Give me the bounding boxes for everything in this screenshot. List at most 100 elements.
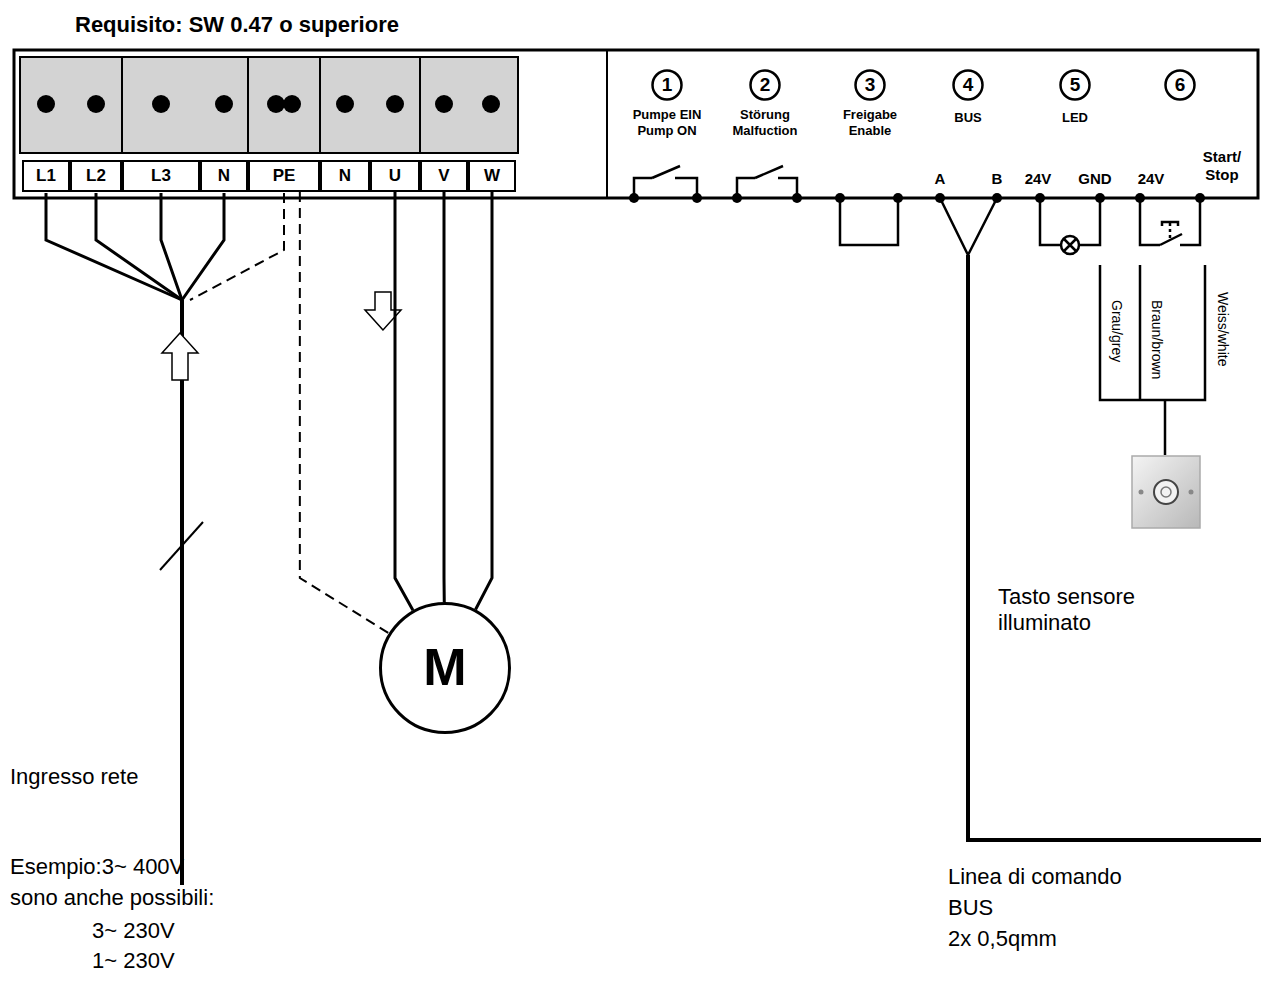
terminal-name: N: [218, 167, 230, 186]
drawing-part: [482, 95, 500, 113]
drawing-part: [992, 193, 1002, 203]
pin-name: Start/: [1203, 148, 1241, 166]
mains-cable: [180, 300, 184, 885]
input-arrow: [162, 333, 198, 380]
callout-number: 6: [1164, 69, 1196, 101]
drawing-part: [1139, 265, 1142, 400]
drawing-part: [1180, 198, 1200, 245]
callout-digit: 1: [662, 75, 673, 96]
diagram-title: Requisito: SW 0.47 o superiore: [75, 12, 399, 38]
pin-name: 24V: [1138, 170, 1165, 188]
drawing-part: [1154, 480, 1178, 504]
drawing-part: [1064, 239, 1076, 251]
drawing-part: [1035, 193, 1045, 203]
drawing-part: [1161, 487, 1171, 497]
note: 2x 0,5qmm: [948, 926, 1057, 952]
drawing-part: [1139, 490, 1144, 495]
terminal-name: L2: [86, 167, 106, 186]
drawing-part: [1140, 198, 1160, 245]
drawing-part: [732, 193, 742, 203]
drawing-part: [935, 193, 945, 203]
drawing-part: [629, 193, 639, 203]
terminal-label: N: [320, 160, 370, 192]
pe-wire: [190, 193, 284, 300]
drawing-part: [121, 57, 123, 153]
circle-outline: [1061, 71, 1090, 100]
drawing-part: [1040, 198, 1061, 245]
contact-label: Pumpe EIN: [633, 107, 702, 123]
drawing-part: [435, 95, 453, 113]
terminal-box: [321, 161, 369, 191]
contact-label: Pump ON: [637, 123, 696, 139]
note: sono anche possibili:: [10, 885, 214, 911]
drawing-part: [247, 57, 249, 153]
terminal-name: V: [438, 167, 449, 186]
circle-outline: [954, 71, 983, 100]
drawing-part: [1095, 193, 1105, 203]
callout-number: 5: [1059, 69, 1091, 101]
circle-outline: [1166, 71, 1195, 100]
drawing-part: [692, 193, 702, 203]
drawing-part: [386, 95, 404, 113]
callout-digit: 3: [865, 75, 876, 96]
wire-colour: Grau/grey: [1108, 300, 1125, 362]
terminal-label: U: [370, 160, 420, 192]
pin-name: GND: [1078, 170, 1111, 188]
contact-label: Malfuction: [733, 123, 798, 139]
callout-number: 3: [854, 69, 886, 101]
terminal-dividers: [122, 57, 420, 153]
circle-outline: [653, 71, 682, 100]
note: 3~ 230V: [92, 918, 175, 944]
callout-digit: 2: [760, 75, 771, 96]
drawing-part: [215, 95, 233, 113]
terminal-label: N: [200, 160, 248, 192]
terminal-label: W: [468, 160, 516, 192]
earth-wire: [300, 192, 389, 633]
contact-label: Störung: [740, 107, 790, 123]
note: Ingresso rete: [10, 764, 138, 790]
drawing-part: [893, 193, 903, 203]
pushbutton-symbol: [1140, 198, 1200, 245]
terminal-name: L3: [151, 167, 171, 186]
drawing-part: [1164, 400, 1167, 455]
drawing-part: [792, 193, 802, 203]
terminal-box: [23, 161, 69, 191]
drawing-part: [96, 193, 182, 300]
motor-wire: [476, 192, 492, 609]
relay-contact-1: [634, 166, 697, 198]
contact-label: Freigabe: [843, 107, 897, 123]
drawing-part: [37, 95, 55, 113]
terminal-label: PE: [248, 160, 320, 192]
bus-split: [940, 198, 997, 255]
drawing-part: [152, 95, 170, 113]
drawing-part: [1195, 193, 1205, 203]
function-label: BUS: [954, 110, 981, 126]
motor-wire: [443, 192, 446, 602]
drawing-part: [1162, 222, 1178, 226]
wire-colour: Weiss/white: [1214, 292, 1231, 366]
circle-outline: [381, 604, 510, 733]
drawing-part: [1061, 236, 1079, 254]
terminal-label: L1: [22, 160, 70, 192]
enable-bridge: [840, 198, 898, 245]
drawing-part: [1132, 456, 1200, 528]
terminal-block: [20, 57, 518, 153]
drawing-part: [835, 193, 845, 203]
callout-number: 2: [749, 69, 781, 101]
note: Esempio:3~ 400V: [10, 854, 184, 880]
terminal-name: N: [339, 167, 351, 186]
drawing-part: [419, 57, 421, 153]
drawing-part: [182, 193, 224, 300]
terminal-box: [371, 161, 419, 191]
drawing-part: [319, 57, 321, 153]
circle-outline: [751, 71, 780, 100]
pin-name: A: [935, 170, 946, 188]
drawing-part: [652, 166, 680, 178]
contact-label: Enable: [849, 123, 892, 139]
circle-outline: [856, 71, 885, 100]
note: BUS: [948, 895, 993, 921]
drawing-part: [1189, 490, 1194, 495]
